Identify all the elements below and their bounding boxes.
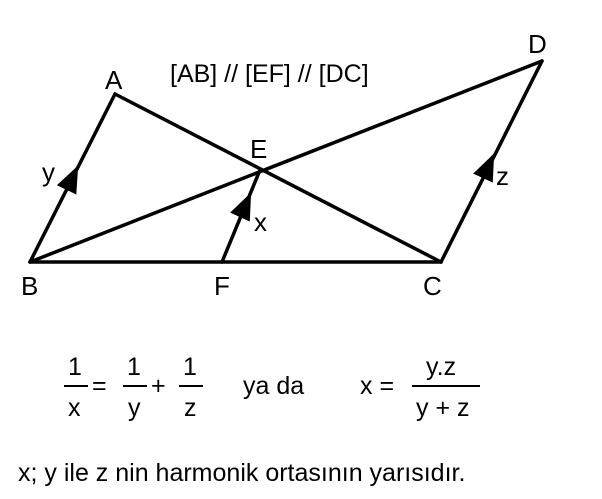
frac4-denominator: y + z: [416, 394, 470, 422]
segment-label-x: x: [254, 207, 267, 237]
arrow-ab: [56, 165, 79, 195]
point-label-c: C: [423, 271, 442, 301]
frac3-numerator: 1: [183, 353, 197, 381]
arrow-dc: [473, 153, 495, 183]
segment-label-y: y: [42, 157, 55, 187]
point-label-f: F: [214, 271, 230, 301]
point-label-d: D: [528, 29, 547, 59]
point-label-a: A: [105, 65, 123, 95]
caption-text: x; y ile z nin harmonik ortasının yarısı…: [18, 459, 465, 487]
point-label-e: E: [250, 134, 267, 164]
segment-label-z: z: [496, 161, 509, 191]
frac3-denominator: z: [184, 394, 197, 422]
frac1-denominator: x: [68, 394, 81, 422]
frac2-denominator: y: [128, 394, 141, 422]
parallel-header: [AB] // [EF] // [DC]: [170, 60, 369, 88]
equals-sign: =: [92, 372, 107, 400]
connector-text: ya da: [243, 372, 304, 400]
segment-bd: [28, 59, 544, 264]
plus-sign: +: [151, 372, 166, 400]
frac4-numerator: y.z: [426, 353, 456, 381]
formula-lhs: x =: [360, 372, 394, 400]
arrow-ef: [230, 192, 252, 222]
frac1-numerator: 1: [68, 353, 82, 381]
frac2-numerator: 1: [127, 353, 141, 381]
segment-ac: [113, 92, 443, 264]
point-label-b: B: [21, 271, 38, 301]
